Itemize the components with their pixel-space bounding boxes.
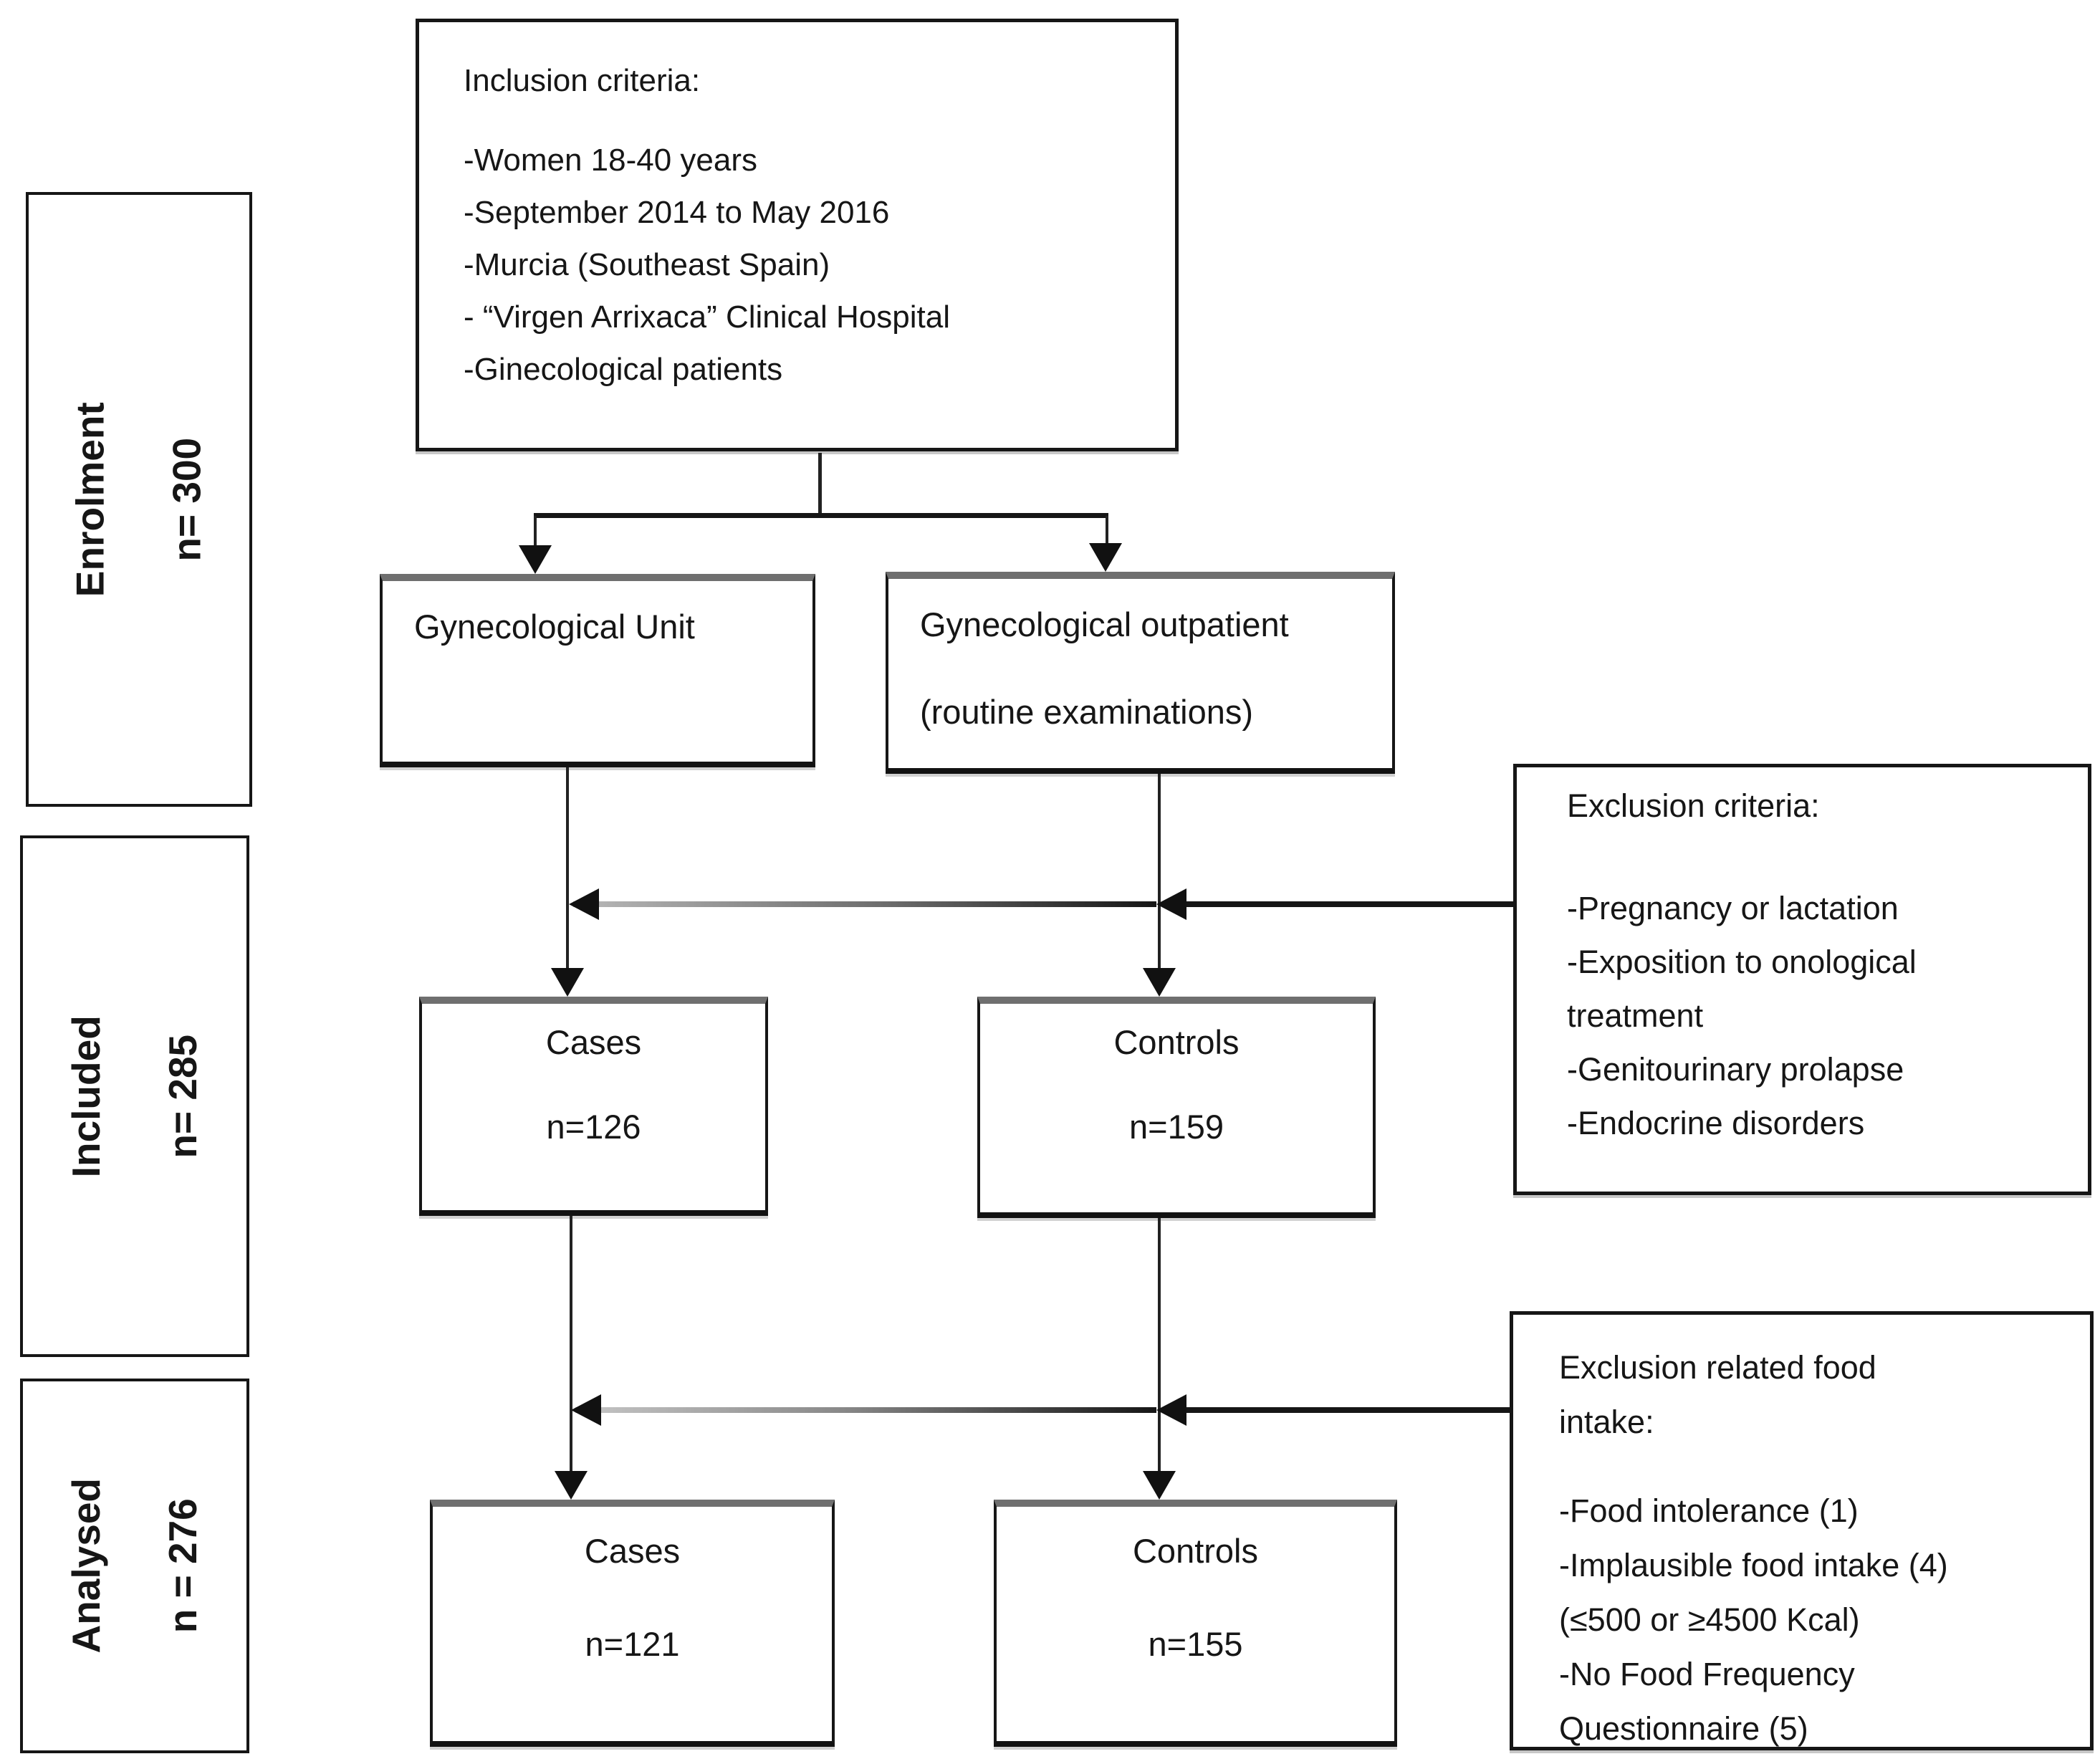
gynecological-outpatient-label: Gynecological outpatient (920, 605, 1289, 643)
food-intake-exclusion-item: -Implausible food intake (4) (≤500 or ≥4… (1559, 1547, 1948, 1638)
exclusion-criteria-title: Exclusion criteria: (1567, 787, 1820, 824)
arrow-down-icon (551, 968, 584, 997)
arrow-down-icon (555, 1471, 588, 1500)
flow-line (1158, 1218, 1161, 1475)
flow-line (566, 767, 569, 974)
arrow-down-icon (1143, 968, 1176, 997)
stage-included-rotated-text: Included n= 285 (64, 1015, 206, 1177)
gynecological-unit-label: Gynecological Unit (414, 608, 695, 646)
flow-line (575, 1407, 1156, 1413)
stage-enrolment-rotated-text: Enrolment n= 300 (68, 402, 211, 597)
gynecological-outpatient-sublabel: (routine examinations) (920, 693, 1253, 732)
flow-line (534, 516, 537, 547)
exclusion-criteria-item: -Genitourinary prolapse (1567, 1051, 1904, 1088)
stage-enrolment-count: n= 300 (165, 437, 209, 562)
food-intake-exclusion-item: -Food intolerance (1) (1559, 1492, 1859, 1529)
flow-line (1184, 901, 1513, 907)
arrow-down-icon (1143, 1471, 1176, 1500)
arrow-left-icon (1156, 1394, 1186, 1426)
analysed-controls-box: Controls n=155 (994, 1500, 1397, 1747)
stage-box-analysed: Analysed n = 276 (20, 1379, 249, 1753)
flow-line (570, 1216, 572, 1475)
arrow-left-icon (569, 888, 599, 920)
food-intake-exclusion-title: Exclusion related food intake: (1559, 1349, 1876, 1440)
inclusion-criteria-item: -Murcia (Southeast Spain) (464, 247, 830, 282)
arrow-left-icon (1156, 888, 1186, 920)
inclusion-criteria-item: - “Virgen Arrixaca” Clinical Hospital (464, 299, 950, 335)
gynecological-unit-box: Gynecological Unit (380, 574, 815, 767)
analysed-controls-count: n=155 (1148, 1625, 1243, 1663)
stage-enrolment-label: Enrolment (67, 402, 112, 597)
stage-analysed-count: n = 276 (160, 1498, 205, 1634)
exclusion-criteria-item: -Exposition to onological treatment (1567, 944, 1917, 1034)
exclusion-criteria-item: -Pregnancy or lactation (1567, 890, 1899, 926)
inclusion-criteria-title: Inclusion criteria: (464, 63, 701, 98)
included-cases-box: Cases n=126 (419, 997, 768, 1216)
gynecological-outpatient-box: Gynecological outpatient (routine examin… (886, 572, 1395, 774)
inclusion-criteria-item: -Women 18-40 years (464, 143, 758, 178)
stage-included-label: Included (63, 1015, 108, 1178)
included-controls-box: Controls n=159 (977, 997, 1376, 1218)
inclusion-criteria-item: -September 2014 to May 2016 (464, 195, 890, 230)
flow-line (534, 513, 1108, 518)
food-intake-exclusion-box: Exclusion related food intake: -Food int… (1510, 1311, 2094, 1750)
included-controls-count: n=159 (1128, 1108, 1224, 1146)
inclusion-criteria-box: Inclusion criteria: -Women 18-40 years -… (416, 19, 1179, 451)
flow-line (1184, 1407, 1510, 1413)
analysed-controls-label: Controls (1132, 1532, 1258, 1570)
exclusion-criteria-item: -Endocrine disorders (1567, 1105, 1865, 1141)
exclusion-criteria-box: Exclusion criteria: -Pregnancy or lactat… (1513, 764, 2091, 1195)
flow-line (818, 453, 822, 517)
included-controls-label: Controls (1113, 1023, 1240, 1061)
stage-analysed-label: Analysed (63, 1478, 108, 1654)
flow-line (1106, 516, 1108, 546)
arrow-left-icon (571, 1394, 601, 1426)
analysed-cases-count: n=121 (585, 1625, 680, 1663)
flow-line (1158, 774, 1161, 974)
stage-box-enrolment: Enrolment n= 300 (26, 192, 252, 807)
stage-box-included: Included n= 285 (20, 835, 249, 1357)
flow-line (573, 901, 1156, 907)
included-cases-count: n=126 (546, 1108, 641, 1146)
analysed-cases-box: Cases n=121 (430, 1500, 835, 1747)
arrow-down-icon (1089, 543, 1122, 572)
food-intake-exclusion-item: -No Food Frequency Questionnaire (5) (1559, 1656, 1855, 1747)
stage-analysed-rotated-text: Analysed n = 276 (64, 1478, 206, 1654)
inclusion-criteria-item: -Ginecological patients (464, 352, 783, 387)
analysed-cases-label: Cases (584, 1532, 681, 1570)
included-cases-label: Cases (545, 1023, 642, 1061)
arrow-down-icon (519, 545, 552, 574)
stage-included-count: n= 285 (160, 1034, 205, 1159)
